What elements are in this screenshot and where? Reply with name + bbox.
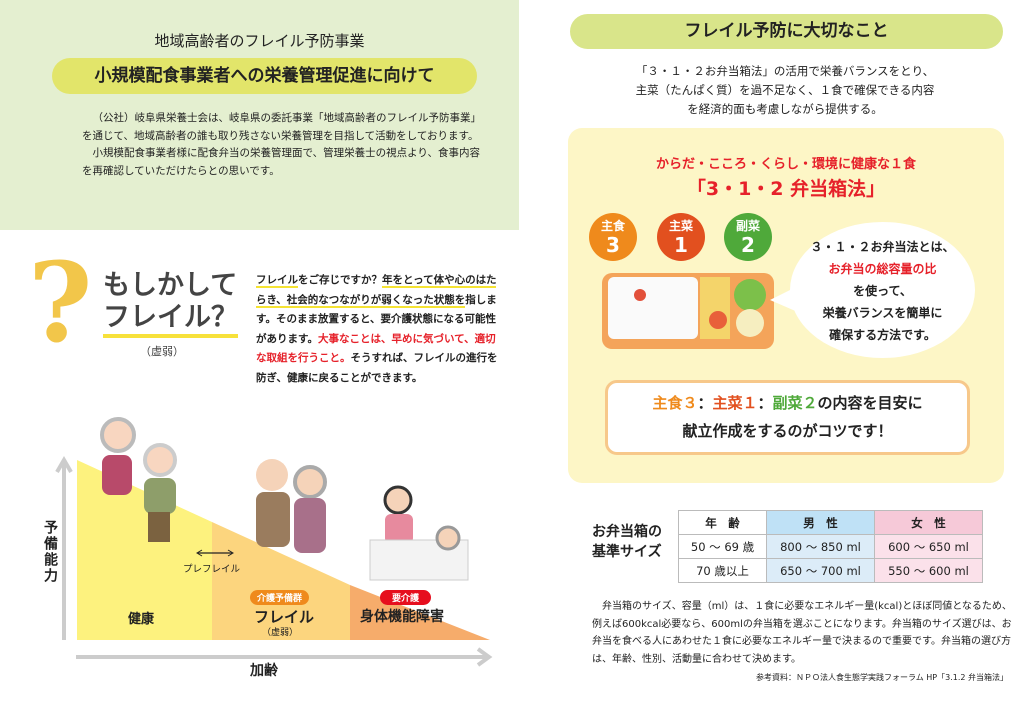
intro-paragraph: （公社）岐阜県栄養士会は、岐阜県の委託事業「地域高齢者のフレイル予防事業」を通じ… (82, 112, 481, 142)
subtitle: 地域高齢者のフレイル予防事業 (154, 32, 365, 50)
healthy-zone (77, 460, 212, 640)
intro-line: 主菜（たんぱく質）を過不足なく、１食で確保できる内容 (635, 83, 935, 97)
desc-underline: フレイル (256, 274, 298, 288)
pre-frail-label: プレフレイル (183, 564, 241, 575)
frailty-description: フレイルをご存じですか？年をとって体や心のはたらき、社会的なつながりが弱くなった… (256, 271, 506, 388)
intro-line: を経済的面も考慮しながら提供する。 (687, 102, 883, 116)
frailty-diagram (55, 417, 493, 667)
bento-subtitle: からだ・こころ・くらし・環境に健康な１食 (655, 157, 916, 172)
intro-text: （公社）岐阜県栄養士会は、岐阜県の委託事業「地域高齢者のフレイル予防事業」を通じ… (82, 110, 482, 180)
desc-underline: 年をとって体や心のはたらき、社会的なつながりが弱くなった状態を (256, 274, 497, 308)
pre-care-badge: 介護予備群 (250, 590, 310, 605)
elderly-walking-illustration (100, 417, 177, 542)
intro-panel (0, 0, 519, 230)
healthy-label: 健康 (128, 612, 155, 627)
bento-box-illustration (602, 273, 774, 349)
notes-text: 弁当箱のサイズ、容量（ml）は、１食に必要なエネルギー量(kcal)とほぼ同値と… (592, 601, 1012, 665)
frail-label: フレイル (254, 608, 315, 626)
page-title: 小規模配食事業者への栄養管理促進に向けて (52, 58, 477, 94)
table-label: お弁当箱の基準サイズ (592, 524, 662, 560)
intro-line: 「３・１・２お弁当箱法」の活用で栄養バランスをとり、 (635, 64, 935, 78)
section-title: フレイル予防に大切なこと (570, 14, 1003, 49)
desc-text: 指します。そのまま放置すると、要介護状態になる可能性があります。 (256, 293, 497, 345)
tip-box: 主食３：主菜１：副菜２の内容を目安に 献立作成をするのがコツです！ (605, 380, 970, 455)
desc-text: そうすれば、フレイルの進行を防ぎ、健康に戻ることができます。 (256, 352, 498, 384)
section-intro: 「３・１・２お弁当箱法」の活用で栄養バランスをとり、 主菜（たんぱく質）を過不足… (580, 62, 990, 119)
heading-line1: もしかして (103, 270, 238, 301)
caregiver-illustration (369, 485, 469, 581)
speech-bubble: ３・１・２お弁当法とは、 お弁当の総容量の比 を使って、 栄養バランスを簡単に … (790, 222, 975, 358)
heading-note: （虚弱） (140, 345, 184, 358)
bento-title: 「3・1・2 弁当箱法」 (686, 178, 886, 200)
care-needed-badge: 要介護 (380, 590, 432, 605)
question-mark-icon: ? (28, 238, 93, 367)
speech-line: ３・１・２お弁当法とは、 (810, 240, 955, 254)
frail-couple-illustration (256, 459, 327, 553)
desc-text: をご存じですか？ (298, 274, 382, 286)
table-header: 年 齢男 性女 性 (678, 510, 983, 535)
disability-label: 身体機能障害 (360, 609, 444, 625)
reference: 参考資料：ＮＰＯ法人食生態学実践フォーラム HP「3.1.2 弁当箱法」 (755, 673, 1008, 682)
speech-line: 栄養バランスを簡単に (822, 306, 943, 320)
heading-line2: フレイル？ (103, 302, 238, 338)
speech-highlight: お弁当の総容量の比 (828, 262, 937, 276)
speech-line: 確保する方法です。 (829, 328, 936, 342)
frail-zone (212, 522, 350, 640)
tip-line2: 献立作成をするのがコツです！ (682, 422, 893, 440)
frail-note: （虚弱） (262, 628, 299, 638)
y-axis-label: 予備能力 (42, 520, 58, 584)
x-axis-label: 加齢 (250, 663, 278, 679)
desc-highlight: 大事なことは、早めに気づいて、適切な取組を行うこと。 (256, 332, 496, 365)
intro-paragraph: 小規模配食事業者様に配食弁当の栄養管理面で、管理栄養士の視点より、食事内容を再確… (82, 147, 480, 177)
speech-line: を使って、 (853, 284, 912, 298)
